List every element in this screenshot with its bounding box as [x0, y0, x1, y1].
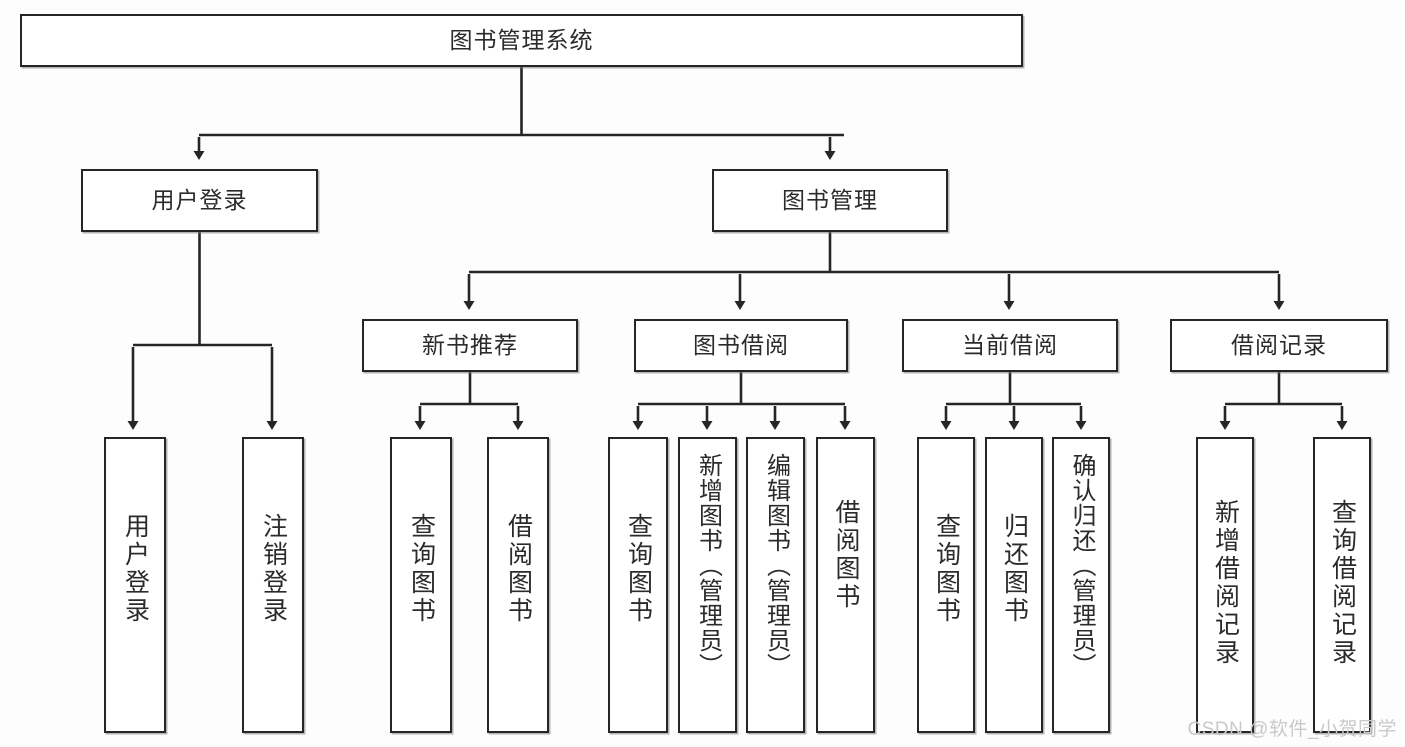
node-leaf-query-record-label: 查询借阅记录: [1328, 499, 1357, 667]
watermark-text: CSDN @软件_小贺同学: [1187, 719, 1397, 740]
node-new-book-rec-label: 新书推荐: [422, 331, 518, 358]
node-leaf-borrow-book-2[interactable]: 借阅图书: [816, 437, 875, 733]
node-book-manage[interactable]: 图书管理: [712, 169, 948, 232]
node-current-borrow-label: 当前借阅: [962, 331, 1058, 358]
node-new-book-rec[interactable]: 新书推荐: [362, 319, 578, 372]
node-book-borrow-label: 图书借阅: [693, 331, 789, 358]
node-user-login[interactable]: 用户登录: [81, 169, 318, 232]
node-leaf-return-book-label: 归还图书: [1000, 513, 1029, 625]
node-current-borrow[interactable]: 当前借阅: [902, 319, 1118, 372]
node-leaf-edit-book-label: 编辑图书（管理员）: [762, 453, 790, 678]
node-leaf-confirm-return-label: 确认归还（管理员）: [1068, 453, 1095, 678]
node-leaf-borrow-book-1-label: 借阅图书: [504, 513, 533, 625]
node-leaf-confirm-return[interactable]: 确认归还（管理员）: [1052, 437, 1110, 733]
node-leaf-query-book-1[interactable]: 查询图书: [390, 437, 452, 733]
node-leaf-user-login[interactable]: 用户登录: [104, 437, 166, 733]
node-leaf-query-book-2[interactable]: 查询图书: [608, 437, 668, 733]
node-leaf-edit-book[interactable]: 编辑图书（管理员）: [746, 437, 805, 733]
node-leaf-user-logout-label: 注销登录: [259, 513, 288, 625]
node-borrow-record[interactable]: 借阅记录: [1170, 319, 1388, 372]
node-leaf-borrow-book-1[interactable]: 借阅图书: [487, 437, 549, 733]
node-leaf-query-book-3-label: 查询图书: [932, 513, 961, 625]
node-book-manage-label: 图书管理: [782, 186, 878, 213]
node-leaf-add-book-label: 新增图书（管理员）: [694, 453, 722, 678]
node-leaf-query-book-1-label: 查询图书: [407, 513, 436, 625]
node-leaf-user-logout[interactable]: 注销登录: [242, 437, 304, 733]
node-root[interactable]: 图书管理系统: [20, 14, 1023, 67]
node-borrow-record-label: 借阅记录: [1231, 331, 1327, 358]
node-leaf-query-record[interactable]: 查询借阅记录: [1313, 437, 1371, 733]
node-leaf-query-book-3[interactable]: 查询图书: [917, 437, 975, 733]
node-leaf-add-record[interactable]: 新增借阅记录: [1196, 437, 1254, 733]
node-root-label: 图书管理系统: [449, 26, 594, 53]
node-leaf-return-book[interactable]: 归还图书: [985, 437, 1043, 733]
node-leaf-add-record-label: 新增借阅记录: [1211, 499, 1240, 667]
node-leaf-user-login-label: 用户登录: [121, 513, 150, 625]
node-leaf-borrow-book-2-label: 借阅图书: [832, 499, 860, 611]
node-leaf-add-book[interactable]: 新增图书（管理员）: [678, 437, 737, 733]
node-book-borrow[interactable]: 图书借阅: [634, 319, 848, 372]
node-user-login-label: 用户登录: [151, 186, 248, 213]
node-leaf-query-book-2-label: 查询图书: [624, 513, 653, 625]
